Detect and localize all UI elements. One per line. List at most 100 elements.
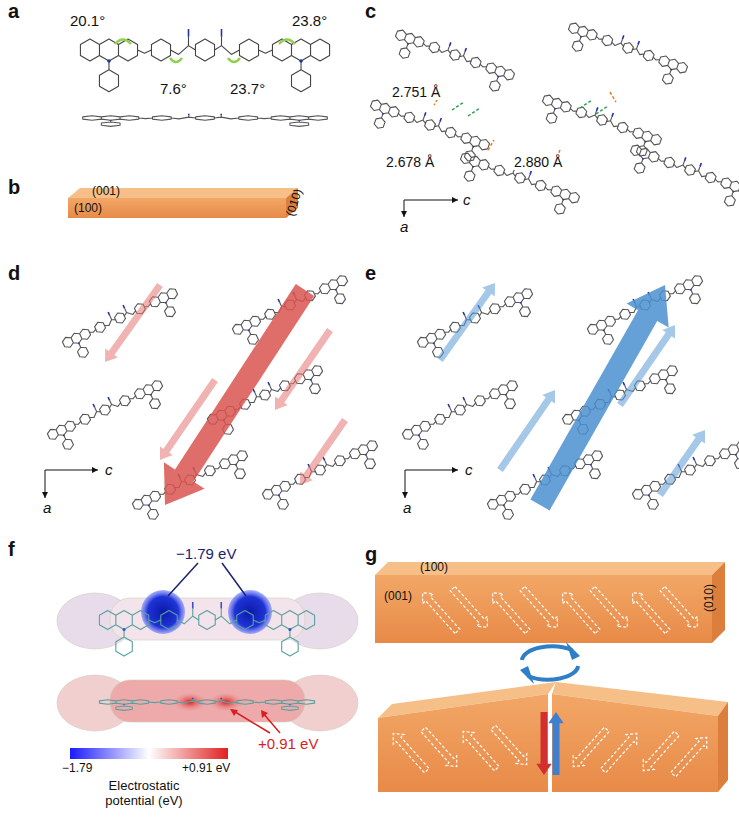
- nitrogen-atom: [644, 140, 646, 142]
- switch-arrow: [522, 646, 572, 660]
- leader-line: [168, 563, 246, 596]
- torsion-angle: 20.1°: [70, 12, 105, 29]
- colour-bar: [70, 748, 228, 759]
- nitrogen-atom: [150, 394, 152, 396]
- bond-skeleton: [416, 286, 541, 364]
- switch-arrow: [528, 666, 578, 680]
- bond-skeleton: [562, 20, 688, 88]
- potential-surface: [110, 680, 305, 722]
- axis-label: a: [400, 218, 408, 235]
- dipole-outline-arrow: [418, 725, 462, 772]
- nitrogen-atom: [562, 198, 564, 200]
- nitrogen-atom: [497, 75, 499, 77]
- nitrogen-atom: [648, 494, 650, 496]
- panel-letter: g: [365, 543, 377, 566]
- dipole-outline-arrow: [598, 729, 642, 776]
- crystal-top-face: [375, 562, 725, 575]
- contact-distance: 2.678 Å: [384, 154, 436, 170]
- nitrogen-atom: [642, 158, 644, 160]
- bond-skeleton: [536, 92, 662, 160]
- nitrogen-atom: [123, 628, 126, 631]
- dipole-outline-arrow: [417, 588, 462, 636]
- nitrogen-atom: [298, 119, 301, 121]
- crystal-front-face: [68, 198, 286, 218]
- nitrogen-atom: [520, 302, 522, 304]
- dipole-outline-arrow: [627, 588, 672, 636]
- dipole-outline-arrow: [587, 584, 632, 632]
- colour-bar-tick: −1.79: [62, 762, 92, 776]
- nitrogen-atom: [288, 628, 291, 631]
- nitrogen-atom: [472, 166, 474, 168]
- crystal-face: (100): [74, 202, 102, 216]
- panel-letter: d: [8, 262, 20, 285]
- dipole-outline-arrow: [568, 725, 612, 772]
- nitrogen-atom: [407, 43, 409, 45]
- dipole-outline-arrow: [657, 584, 702, 632]
- bond-skeleton: [80, 37, 329, 92]
- nitrogen-atom: [580, 36, 582, 38]
- molecule: [562, 17, 690, 89]
- torsion-angle: 23.7°: [230, 80, 265, 97]
- nitrogen-atom: [505, 394, 507, 396]
- cyano-group: [425, 112, 442, 121]
- nitrogen-atom: [735, 454, 737, 456]
- bond-skeleton: [99, 609, 314, 657]
- molecule: [536, 89, 664, 161]
- dipole-outline-arrow: [488, 723, 532, 770]
- dipole-arrow: [300, 418, 348, 485]
- dipole-arrow: [657, 430, 705, 497]
- bond-skeleton: [624, 142, 739, 210]
- dipole-arrow: [497, 390, 555, 472]
- potential-value: +0.91 eV: [258, 735, 318, 752]
- dipole-outline-arrow: [568, 725, 612, 772]
- nitrogen-atom: [732, 190, 734, 192]
- cyano-group: [189, 29, 222, 37]
- bond-skeleton: [61, 286, 186, 364]
- bond-skeleton: [454, 150, 580, 218]
- nitrogen-atom: [235, 464, 237, 466]
- crystal-face: (100): [420, 561, 448, 575]
- contact-line: [434, 92, 616, 160]
- dipole-outline-arrow: [487, 588, 532, 636]
- dipole-outline-arrow: [638, 729, 682, 776]
- nitrogen-atom: [278, 494, 280, 496]
- axis-line: [404, 200, 458, 217]
- dipole-outline-arrow: [458, 727, 502, 774]
- leader-head: [261, 710, 268, 718]
- axis-line: [405, 470, 458, 498]
- nitrogen-atom: [365, 454, 367, 456]
- crystal-front-face: [375, 575, 712, 643]
- nitrogen-atom: [248, 329, 250, 331]
- nitrogen-atom: [690, 289, 692, 291]
- nitrogen-atom: [590, 464, 592, 466]
- molecule: [259, 434, 385, 515]
- dipole-outline-arrow: [668, 733, 712, 780]
- dipole-outline-arrow: [487, 588, 532, 636]
- nitrogen-atom: [472, 145, 474, 147]
- dipole-outline-arrow: [657, 584, 702, 632]
- bond-skeleton: [46, 378, 171, 456]
- colour-bar-tick: +0.91 eV: [182, 762, 230, 776]
- cyano-group: [685, 157, 702, 166]
- bond-skeleton: [401, 378, 526, 456]
- axis-head: [452, 197, 458, 203]
- dipole-outline-arrow: [517, 584, 562, 632]
- switch-arrow-head: [566, 642, 580, 660]
- crystal-face: (001): [384, 590, 412, 604]
- nitrogen-atom: [503, 504, 505, 506]
- axis-head: [92, 467, 98, 473]
- dipole-outline-arrow: [447, 584, 492, 632]
- panel-letter: a: [8, 0, 19, 23]
- potential-value: −1.79 eV: [176, 545, 236, 562]
- dipole-outline-arrow: [417, 588, 462, 636]
- dipole-outline-arrow: [668, 733, 712, 780]
- molecule: [629, 434, 739, 515]
- nitrogen-atom: [123, 703, 126, 705]
- axis-label: c: [463, 191, 471, 208]
- cyano-group: [623, 35, 640, 44]
- dipole-outline-arrow: [638, 729, 682, 776]
- dipole-outline-arrow: [557, 588, 602, 636]
- nitrogen-atom: [299, 59, 303, 63]
- axis-label: c: [103, 461, 115, 478]
- cyano-group: [193, 698, 222, 700]
